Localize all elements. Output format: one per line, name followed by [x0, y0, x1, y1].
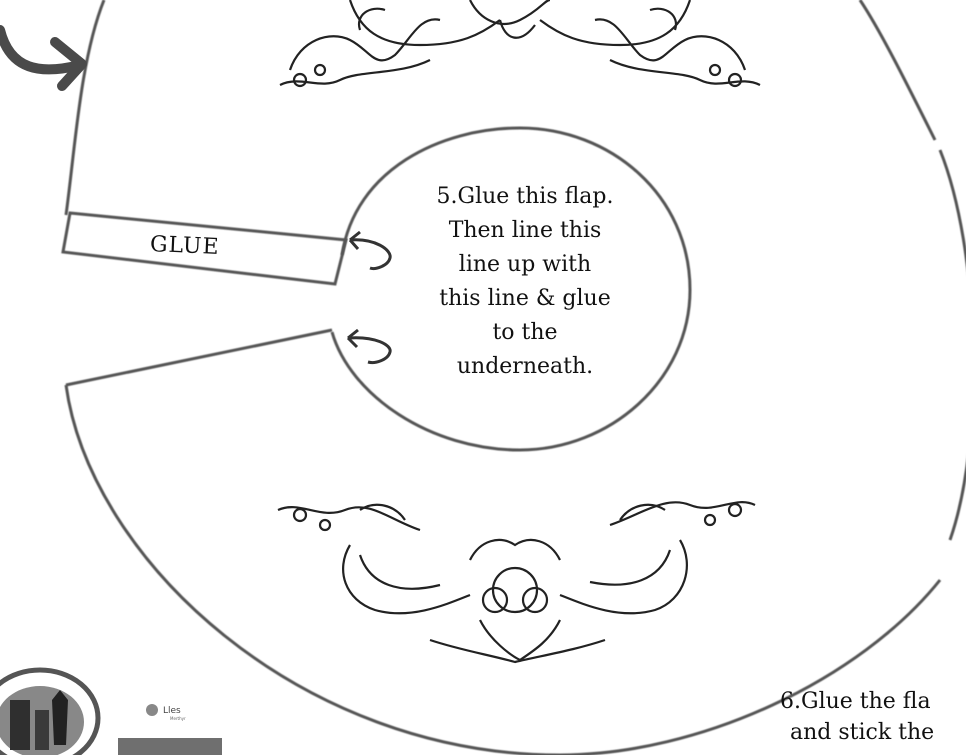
instruction-step-5: 5.Glue this flap. Then line this line up…: [400, 180, 650, 384]
glue-flap-label: GLUE: [149, 232, 220, 260]
lles-logo-text: Lles: [163, 706, 181, 716]
lles-logo: [146, 704, 158, 716]
instruction-line: line up with: [400, 248, 650, 282]
curved-arrow-icon: [350, 240, 390, 269]
curved-arrow-icon: [348, 338, 390, 363]
castle-park-logo: [0, 670, 98, 755]
instruction-line: and stick the: [780, 717, 966, 748]
instruction-line: 5.Glue this flap.: [400, 180, 650, 214]
lles-logo-subtext: Merthyr: [170, 716, 186, 721]
grey-panel: [118, 738, 222, 755]
lower-cut-edge: [66, 330, 332, 385]
instruction-step-6: 6.Glue the fla and stick the: [780, 686, 966, 748]
instruction-line: this line & glue: [400, 282, 650, 316]
instruction-line: 6.Glue the fla: [780, 686, 966, 717]
bottom-ornament: [278, 502, 755, 662]
instruction-line: to the: [400, 316, 650, 350]
instruction-line: underneath.: [400, 350, 650, 384]
top-ornament: [280, 0, 760, 86]
instruction-line: Then line this: [400, 214, 650, 248]
